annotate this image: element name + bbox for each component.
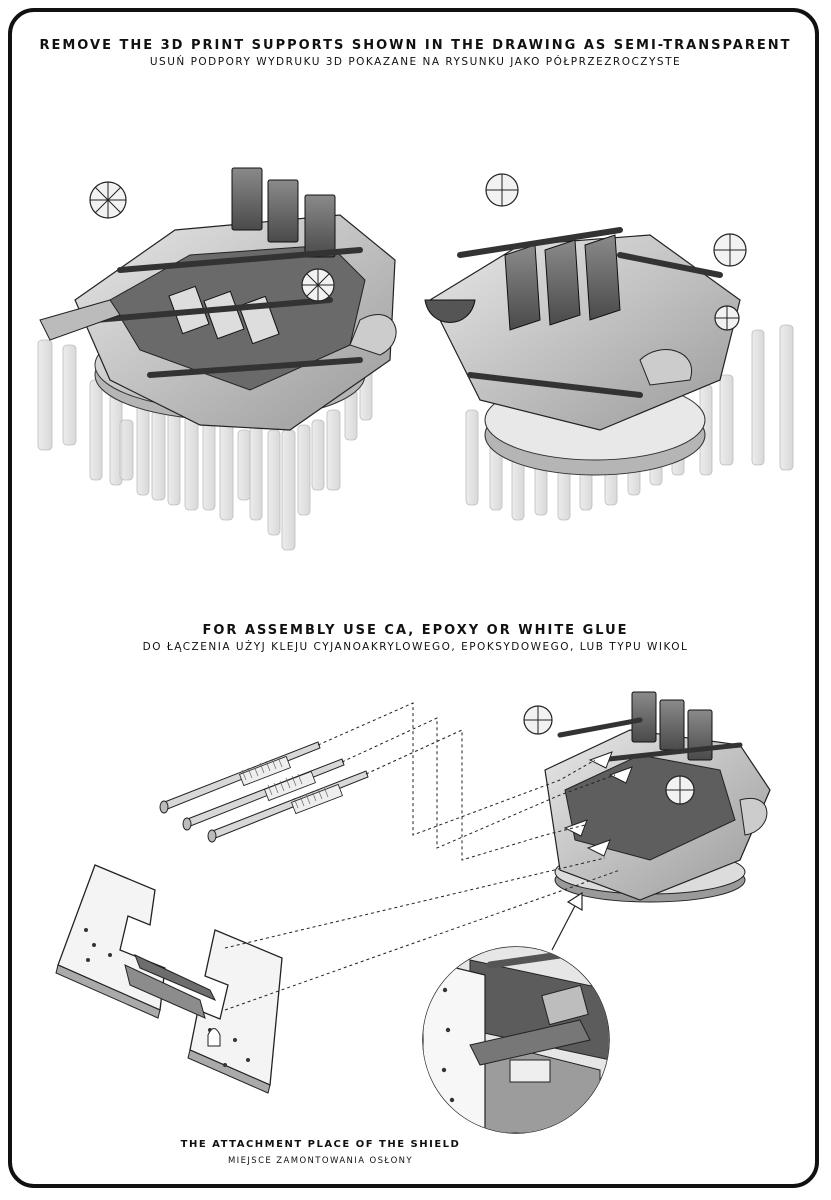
shield-attachment-detail (422, 946, 610, 1134)
assembly-guide-lines (224, 702, 621, 1011)
shield-attachment-caption-en: THE ATTACHMENT PLACE OF THE SHIELD (180, 1139, 461, 1150)
gun-barrels (159, 741, 369, 843)
supports-title-pl: USUŃ PODPORY WYDRUKU 3D POKAZANE NA RYSU… (149, 56, 682, 68)
gun-shield (55, 864, 283, 1094)
model-right-with-supports (424, 173, 794, 521)
model-left-with-supports (37, 167, 397, 551)
shield-attachment-caption-pl: MIEJSCE ZAMONTOWANIA OSŁONY (227, 1156, 414, 1166)
page-frame (8, 8, 819, 1188)
assembly-title-pl: DO ŁĄCZENIA UŻYJ KLEJU CYJANOAKRYLOWEGO,… (142, 641, 689, 653)
supports-title-en: REMOVE THE 3D PRINT SUPPORTS SHOWN IN TH… (39, 38, 792, 53)
assembly-title-en: FOR ASSEMBLY USE CA, EPOXY OR WHITE GLUE (202, 623, 629, 638)
gun-mount-assembly (523, 691, 771, 903)
detail-pointer-arrow (551, 891, 583, 951)
support-pillars-left (37, 339, 373, 551)
